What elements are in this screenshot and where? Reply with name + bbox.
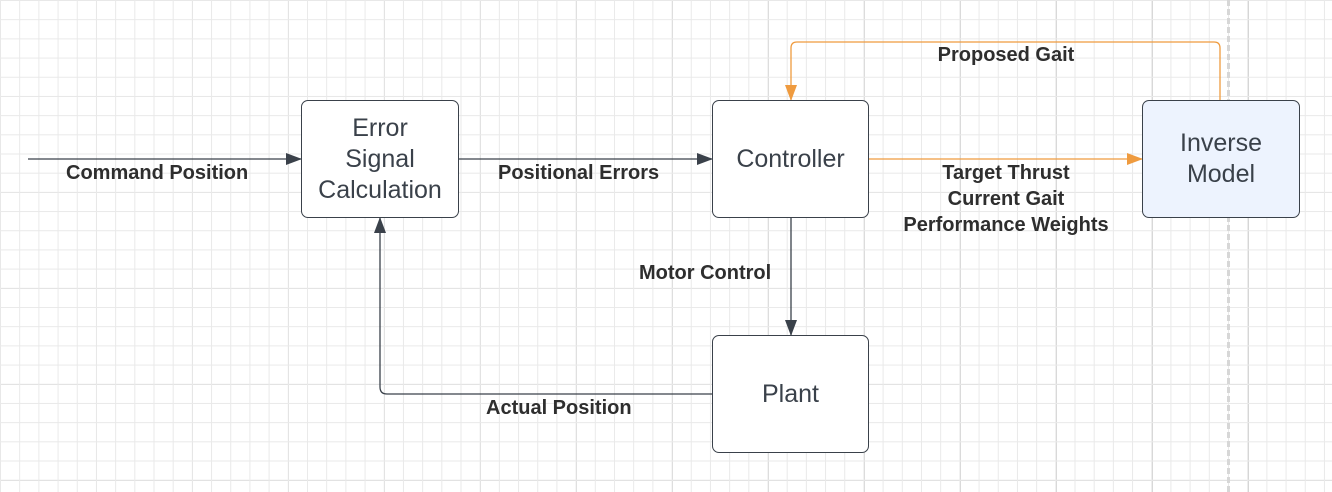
proposed-gait-label: Proposed Gait — [937, 44, 1075, 66]
error-signal-calculation-block[interactable]: Error Signal Calculation — [301, 100, 459, 218]
page-boundary-divider — [1227, 0, 1230, 492]
controller-outputs-label: Target Thrust Current Gait Performance W… — [903, 162, 1109, 236]
inverse-model-block[interactable]: Inverse Model — [1142, 100, 1300, 218]
command-position-label: Command Position — [66, 162, 249, 184]
actual-position-arrow[interactable] — [374, 217, 712, 395]
proposed-gait-arrow[interactable] — [785, 41, 1221, 101]
plant-block[interactable]: Plant — [712, 335, 869, 453]
motor-control-label: Motor Control — [639, 262, 772, 284]
actual-position-label: Actual Position — [486, 397, 632, 419]
controller-block[interactable]: Controller — [712, 100, 869, 218]
positional-errors-label: Positional Errors — [498, 162, 660, 184]
